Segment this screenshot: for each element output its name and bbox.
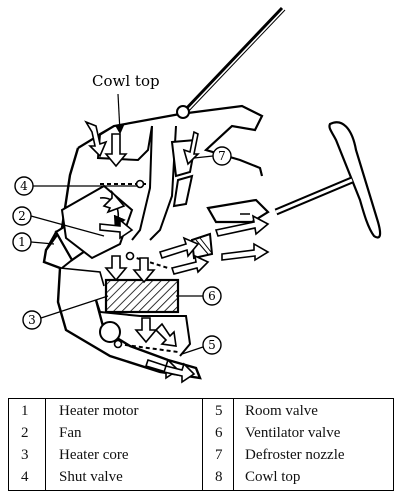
legend-column-right: 5 Room valve 6 Ventilator valve 7 Defros… bbox=[202, 399, 396, 490]
intake-arrow-2 bbox=[104, 133, 128, 168]
fan-wheel bbox=[99, 321, 121, 343]
vent-arrow-2 bbox=[221, 242, 270, 262]
room-valve bbox=[113, 339, 179, 353]
shut-valve bbox=[100, 179, 146, 189]
marker-4: 4 bbox=[14, 176, 138, 196]
ventilator-valve bbox=[125, 251, 169, 269]
motor-flow-arrow bbox=[99, 218, 134, 240]
legend-label: Room valve bbox=[245, 403, 318, 419]
vent-arrow-3 bbox=[158, 236, 200, 260]
legend-number: 4 bbox=[21, 469, 29, 485]
fan-arrow bbox=[102, 189, 126, 214]
legend-label: Defroster nozzle bbox=[245, 447, 345, 463]
legend-column-left: 1 Heater motor 2 Fan 3 Heater core 4 Shu… bbox=[9, 399, 202, 490]
defroster-arrow bbox=[182, 130, 200, 166]
legend-row: 2 Fan bbox=[9, 423, 202, 444]
legend-divider bbox=[45, 399, 46, 490]
legend-row: 4 Shut valve bbox=[9, 467, 202, 488]
legend-label: Heater motor bbox=[59, 403, 139, 419]
cowl-top-panel bbox=[77, 104, 264, 177]
heater-ventilation-diagram: Cowl top bbox=[12, 6, 382, 384]
marker-1: 1 bbox=[12, 232, 55, 252]
legend-number: 3 bbox=[21, 447, 29, 463]
legend-number: 2 bbox=[21, 425, 29, 441]
steering-wheel bbox=[274, 121, 382, 239]
legend-number: 1 bbox=[21, 403, 29, 419]
legend-label: Heater core bbox=[59, 447, 129, 463]
legend-label: Cowl top bbox=[245, 469, 301, 485]
vent-arrow-4 bbox=[170, 254, 210, 275]
legend-row: 5 Room valve bbox=[203, 401, 396, 422]
legend-row: 7 Defroster nozzle bbox=[203, 445, 396, 466]
marker-2: 2 bbox=[12, 206, 105, 237]
floor-arrow-1 bbox=[134, 317, 158, 344]
floor-arrow-4 bbox=[162, 362, 196, 384]
legend-row: 1 Heater motor bbox=[9, 401, 202, 422]
legend-number: 7 bbox=[215, 447, 223, 463]
airflow-arrows bbox=[84, 120, 270, 384]
core-arrow-in-2 bbox=[132, 257, 156, 284]
marker-6-number: 6 bbox=[208, 289, 216, 303]
cowl-top-label: Cowl top bbox=[92, 72, 160, 90]
heater-core bbox=[104, 278, 180, 314]
legend-row: 6 Ventilator valve bbox=[203, 423, 396, 444]
marker-4-number: 4 bbox=[20, 179, 28, 193]
marker-5-number: 5 bbox=[208, 338, 216, 352]
defroster-duct bbox=[170, 138, 198, 208]
vent-arrow-1 bbox=[214, 214, 270, 237]
marker-2-number: 2 bbox=[18, 209, 26, 223]
floor-arrow-2 bbox=[154, 322, 177, 347]
legend-number: 8 bbox=[215, 469, 223, 485]
marker-7-number: 7 bbox=[218, 149, 226, 163]
marker-6: 6 bbox=[176, 286, 222, 306]
intake-arrow bbox=[84, 120, 108, 158]
legend-number: 5 bbox=[215, 403, 223, 419]
parts-legend-table: 1 Heater motor 2 Fan 3 Heater core 4 Shu… bbox=[8, 398, 394, 491]
legend-label: Shut valve bbox=[59, 469, 123, 485]
legend-number: 6 bbox=[215, 425, 223, 441]
windshield-glass bbox=[181, 6, 286, 115]
marker-7: 7 bbox=[193, 146, 232, 166]
marker-3: 3 bbox=[22, 295, 109, 330]
marker-3-number: 3 bbox=[28, 313, 36, 327]
core-arrow-in bbox=[104, 255, 128, 282]
legend-divider bbox=[233, 399, 234, 490]
marker-1-number: 1 bbox=[18, 235, 26, 249]
legend-label: Ventilator valve bbox=[245, 425, 341, 441]
legend-row: 3 Heater core bbox=[9, 445, 202, 466]
marker-5: 5 bbox=[181, 335, 222, 355]
legend-row: 8 Cowl top bbox=[203, 467, 396, 488]
ventilator-outlet bbox=[190, 232, 214, 260]
legend-label: Fan bbox=[59, 425, 82, 441]
